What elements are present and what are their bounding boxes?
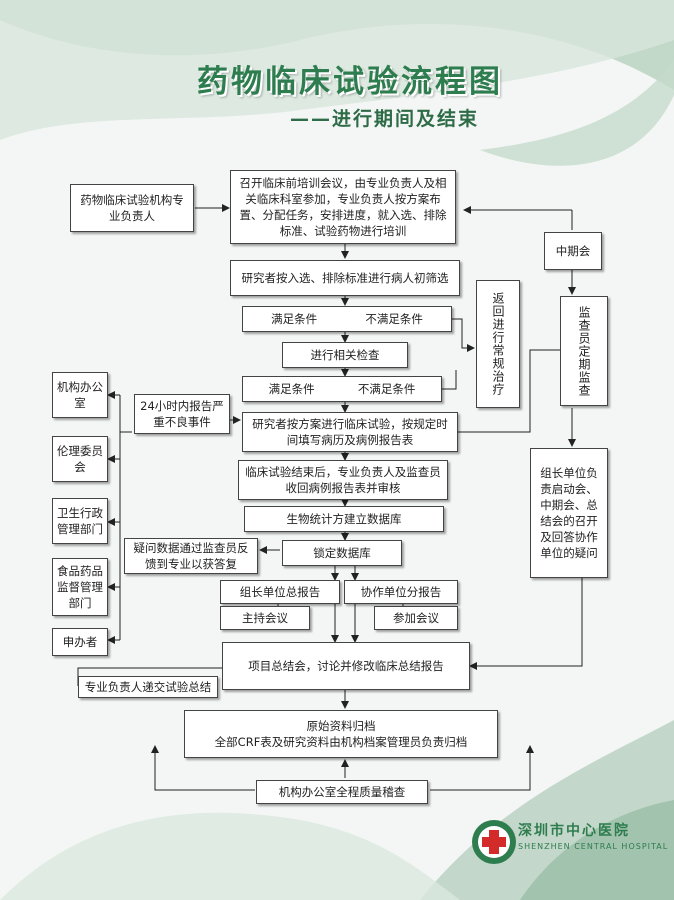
adverse-event-box: 24小时内报告严重不良事件	[134, 394, 230, 434]
condition-1-satisfied: 满足条件	[271, 312, 318, 326]
page-title: 药物临床试验流程图	[197, 64, 503, 100]
condition-2-box: 满足条件 不满足条件	[242, 376, 442, 402]
related-exams-box: 进行相关检查	[282, 342, 408, 368]
return-routine-text: 返回进行常规治疗	[491, 292, 505, 396]
leader-unit-box: 组长单位负责启动会、中期会、总结会的召开及回答协作单位的疑问	[530, 448, 608, 578]
fda-box: 食品药品监督管理部门	[52, 558, 108, 616]
sponsor-box: 申办者	[52, 628, 108, 656]
training-meeting-box: 召开临床前培训会议，由专业负责人及相关临床科室参加，专业负责人按方案布置、分配任…	[230, 170, 456, 244]
page-subtitle: ——进行期间及结束	[290, 108, 480, 130]
condition-2-satisfied: 满足条件	[268, 382, 315, 396]
institution-head-box: 药物临床试验机构专业负责人	[70, 184, 194, 232]
ethics-committee-box: 伦理委员会	[52, 436, 108, 482]
hospital-name-en: SHENZHEN CENTRAL HOSPITAL	[518, 842, 669, 851]
monitor-check-text: 监查员定期监查	[577, 305, 591, 397]
institution-office-box: 机构办公室	[52, 372, 108, 418]
lock-database-box: 锁定数据库	[282, 540, 402, 566]
hospital-name: 深圳市中心医院	[518, 823, 630, 839]
submit-summary-box: 专业负责人递交试验总结	[78, 676, 218, 698]
conduct-trial-box: 研究者按方案进行临床试验，按规定时间填写病历及病例报告表	[242, 412, 458, 452]
return-routine-box: 返回进行常规治疗	[476, 280, 520, 408]
attend-meeting-box: 参加会议	[374, 606, 458, 630]
condition-1-not-satisfied: 不满足条件	[365, 312, 423, 326]
coop-report-box: 协作单位分报告	[344, 580, 458, 604]
screening-box: 研究者按入选、排除标准进行病人初筛选	[230, 260, 460, 296]
quality-check-box: 机构办公室全程质量稽查	[256, 780, 428, 804]
leader-report-box: 组长单位总报告	[220, 580, 340, 604]
monitor-check-box: 监查员定期监查	[560, 296, 608, 406]
midterm-meeting-box: 中期会	[544, 232, 602, 270]
biostat-box: 生物统计方建立数据库	[244, 506, 444, 532]
hospital-logo	[472, 820, 516, 864]
archive-box: 原始资料归档 全部CRF表及研究资料由机构档案管理员负责归档	[184, 710, 498, 758]
summary-meeting-box: 项目总结会，讨论并修改临床总结报告	[222, 642, 470, 690]
condition-1-box: 满足条件 不满足条件	[242, 306, 452, 332]
health-admin-box: 卫生行政管理部门	[52, 498, 108, 544]
host-meeting-box: 主持会议	[220, 606, 310, 630]
query-data-box: 疑问数据通过监查员反馈到专业以获答复	[124, 538, 258, 574]
trial-end-box: 临床试验结束后，专业负责人及监查员收回病例报告表并审核	[238, 460, 448, 500]
condition-2-not-satisfied: 不满足条件	[357, 382, 416, 396]
